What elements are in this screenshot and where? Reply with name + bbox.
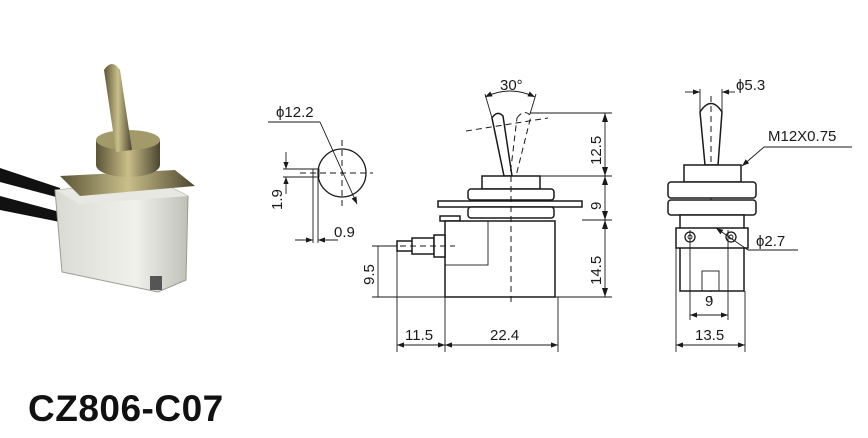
front-view: ϕ5.3 M12X0.75 ϕ2.7 9 13.5 — [667, 77, 852, 352]
dim-0-9: 0.9 — [334, 224, 355, 241]
dim-13-5: 13.5 — [695, 327, 724, 344]
dim-diameter-5-3: ϕ5.3 — [736, 77, 765, 94]
dim-9-5: 9.5 — [361, 264, 378, 285]
dim-diameter-2-7: ϕ2.7 — [756, 233, 785, 250]
top-view: ϕ12.2 1.9 0.9 — [268, 104, 373, 243]
dim-22-4: 22.4 — [490, 327, 519, 344]
side-view: 30° 12.5 9 14.5 9.5 11.5 22.4 — [361, 77, 612, 352]
dim-9-bushing: 9 — [588, 202, 605, 210]
dim-diameter-12-2: ϕ12.2 — [276, 104, 314, 121]
dim-1-9: 1.9 — [269, 189, 286, 210]
dim-11-5: 11.5 — [405, 327, 433, 344]
model-number-title: CZ806-C07 — [28, 388, 224, 429]
dim-angle-30: 30° — [500, 77, 523, 94]
dim-9-spacing: 9 — [705, 293, 713, 310]
dim-thread-m12: M12X0.75 — [768, 128, 836, 145]
dim-14-5: 14.5 — [588, 256, 605, 285]
product-photo — [0, 64, 195, 293]
dim-12-5: 12.5 — [588, 136, 605, 165]
